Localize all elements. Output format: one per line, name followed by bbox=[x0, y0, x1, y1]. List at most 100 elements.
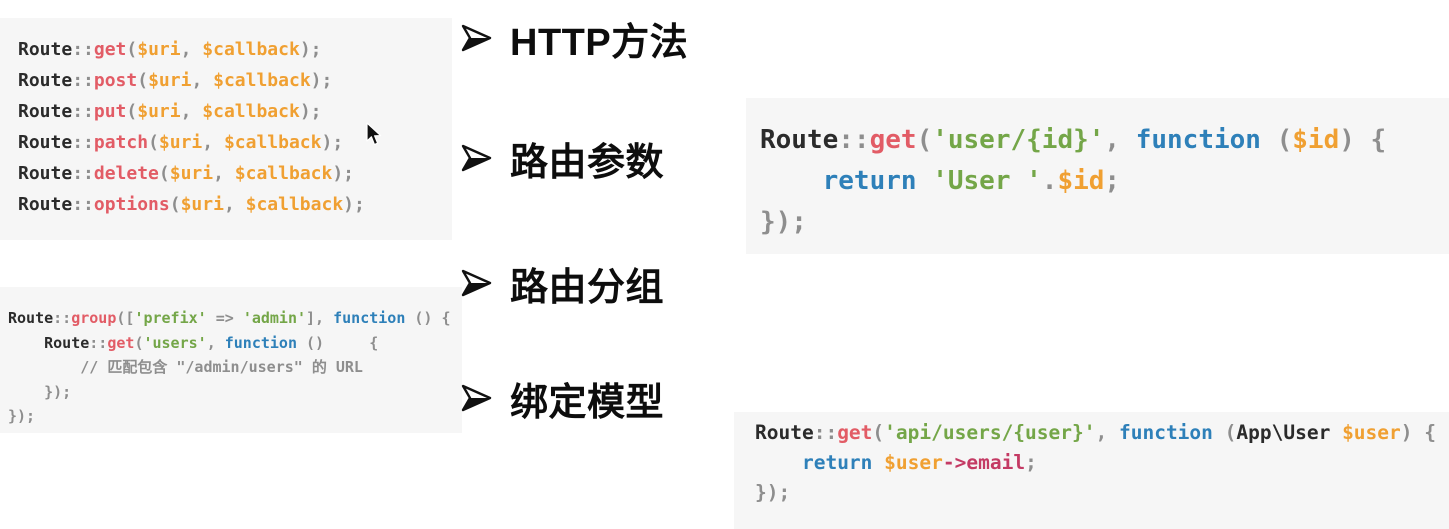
code-token: ; bbox=[1025, 450, 1037, 474]
code-token bbox=[8, 334, 44, 352]
code-token: ( bbox=[169, 194, 181, 215]
code-token: options bbox=[93, 194, 170, 215]
code-token: }); bbox=[8, 382, 72, 401]
code-token: ( bbox=[1212, 420, 1237, 444]
code-token: }); bbox=[8, 407, 36, 425]
code-token: }); bbox=[755, 480, 791, 504]
code-token: , bbox=[1095, 420, 1119, 444]
code-token: , bbox=[191, 70, 214, 91]
code-block-route-group: Route::group(['prefix' => 'admin'], func… bbox=[0, 287, 462, 433]
bullet-item-http-methods: HTTP方法 bbox=[460, 13, 689, 64]
code-token: :: bbox=[72, 132, 94, 153]
code-token: ) { bbox=[1400, 420, 1436, 444]
code-token: ( bbox=[126, 39, 138, 60]
code-token: $callback bbox=[245, 194, 344, 215]
code-token: Route bbox=[18, 101, 73, 122]
code-token: , bbox=[202, 132, 224, 153]
code-token: 'prefix' bbox=[134, 309, 207, 327]
code-token bbox=[872, 451, 884, 474]
code-line: Route::get('api/users/{user}', function … bbox=[755, 418, 1449, 448]
code-token: $callback bbox=[202, 101, 300, 122]
code-token: 'admin' bbox=[242, 309, 307, 327]
code-token: return bbox=[801, 450, 873, 474]
code-token: :: bbox=[838, 125, 870, 155]
code-token: :: bbox=[72, 70, 94, 91]
code-token: ( bbox=[134, 333, 144, 352]
code-token: $uri bbox=[158, 132, 203, 153]
code-token: Route bbox=[760, 125, 839, 155]
code-token: Route bbox=[755, 420, 814, 444]
code-line: Route::delete($uri, $callback); bbox=[18, 158, 452, 189]
mouse-cursor-icon bbox=[366, 122, 382, 146]
code-token: App\User bbox=[1236, 420, 1343, 444]
code-token: Route bbox=[44, 333, 90, 352]
code-token: $uri bbox=[137, 39, 181, 60]
code-token: Route bbox=[18, 70, 73, 91]
code-block-model-binding: Route::get('api/users/{user}', function … bbox=[734, 411, 1449, 529]
code-line: Route::get('users', function () { bbox=[8, 331, 462, 356]
code-token: delete bbox=[93, 163, 159, 184]
code-token: ); bbox=[343, 194, 365, 215]
code-block-http-methods: Route::get($uri, $callback);Route::post(… bbox=[0, 18, 452, 240]
arrowhead-right-icon bbox=[461, 269, 492, 297]
bullet-item-model-binding: 绑定模型 bbox=[460, 373, 665, 424]
code-token: function bbox=[1118, 420, 1213, 444]
code-token: $callback bbox=[202, 39, 300, 60]
code-token: :: bbox=[89, 333, 108, 352]
code-block-route-params: Route::get('user/{id}', function ($id) {… bbox=[746, 98, 1449, 254]
code-line: Route::get($uri, $callback); bbox=[18, 34, 452, 65]
code-token: $uri bbox=[180, 194, 224, 215]
code-token: $id bbox=[1057, 166, 1105, 196]
code-token: ( bbox=[126, 101, 138, 122]
code-token: :: bbox=[72, 163, 94, 184]
code-line: Route::put($uri, $callback); bbox=[18, 96, 452, 127]
arrowhead-right-icon bbox=[461, 384, 492, 412]
code-line: // 匹配包含 "/admin/users" 的 URL bbox=[8, 355, 462, 380]
bullet-label: 绑定模型 bbox=[510, 381, 665, 424]
bullet-label: HTTP方法 bbox=[510, 21, 689, 64]
code-token: post bbox=[93, 70, 138, 91]
code-line: }); bbox=[8, 404, 462, 429]
code-token: $uri bbox=[169, 163, 214, 184]
code-token: , bbox=[180, 101, 203, 122]
code-token: () { bbox=[405, 309, 451, 327]
code-token: :: bbox=[813, 420, 838, 444]
bullet-label: 路由参数 bbox=[510, 141, 665, 184]
code-token: function bbox=[1135, 125, 1261, 155]
code-token: , bbox=[1104, 125, 1136, 155]
code-token bbox=[917, 166, 933, 196]
code-token: $uri bbox=[137, 101, 181, 122]
code-token: get bbox=[837, 420, 873, 444]
code-line: }); bbox=[8, 380, 462, 405]
code-token: :: bbox=[53, 309, 72, 327]
code-token: ); bbox=[299, 101, 322, 122]
bullet-label: 路由分组 bbox=[510, 266, 665, 309]
code-token: Route bbox=[18, 132, 73, 153]
code-token bbox=[760, 166, 823, 196]
code-token: () { bbox=[297, 333, 379, 352]
code-token: => bbox=[206, 309, 243, 327]
code-token: function bbox=[333, 309, 406, 327]
code-token: 'user/{id}' bbox=[932, 125, 1105, 155]
code-token: patch bbox=[93, 132, 149, 153]
code-token: ( bbox=[137, 70, 149, 91]
code-token: ); bbox=[299, 39, 322, 60]
code-token: $callback bbox=[223, 132, 322, 153]
code-token: group bbox=[71, 309, 117, 327]
code-token: ], bbox=[306, 309, 334, 327]
code-token: Route bbox=[18, 39, 73, 60]
code-token: $user bbox=[1342, 420, 1401, 444]
code-line: }); bbox=[755, 478, 1449, 508]
code-token: ( bbox=[1260, 125, 1293, 155]
code-token: , bbox=[213, 163, 235, 184]
code-token: $uri bbox=[148, 70, 192, 91]
code-token: get bbox=[869, 125, 917, 155]
code-token: put bbox=[93, 101, 127, 122]
code-token: get bbox=[93, 39, 127, 60]
bullet-item-route-params: 路由参数 bbox=[460, 133, 665, 184]
arrowhead-right-icon bbox=[461, 144, 492, 172]
code-token: $callback bbox=[234, 163, 333, 184]
code-token: $user bbox=[884, 450, 943, 474]
code-line: }); bbox=[760, 202, 1449, 243]
bullet-item-route-group: 路由分组 bbox=[460, 258, 665, 309]
